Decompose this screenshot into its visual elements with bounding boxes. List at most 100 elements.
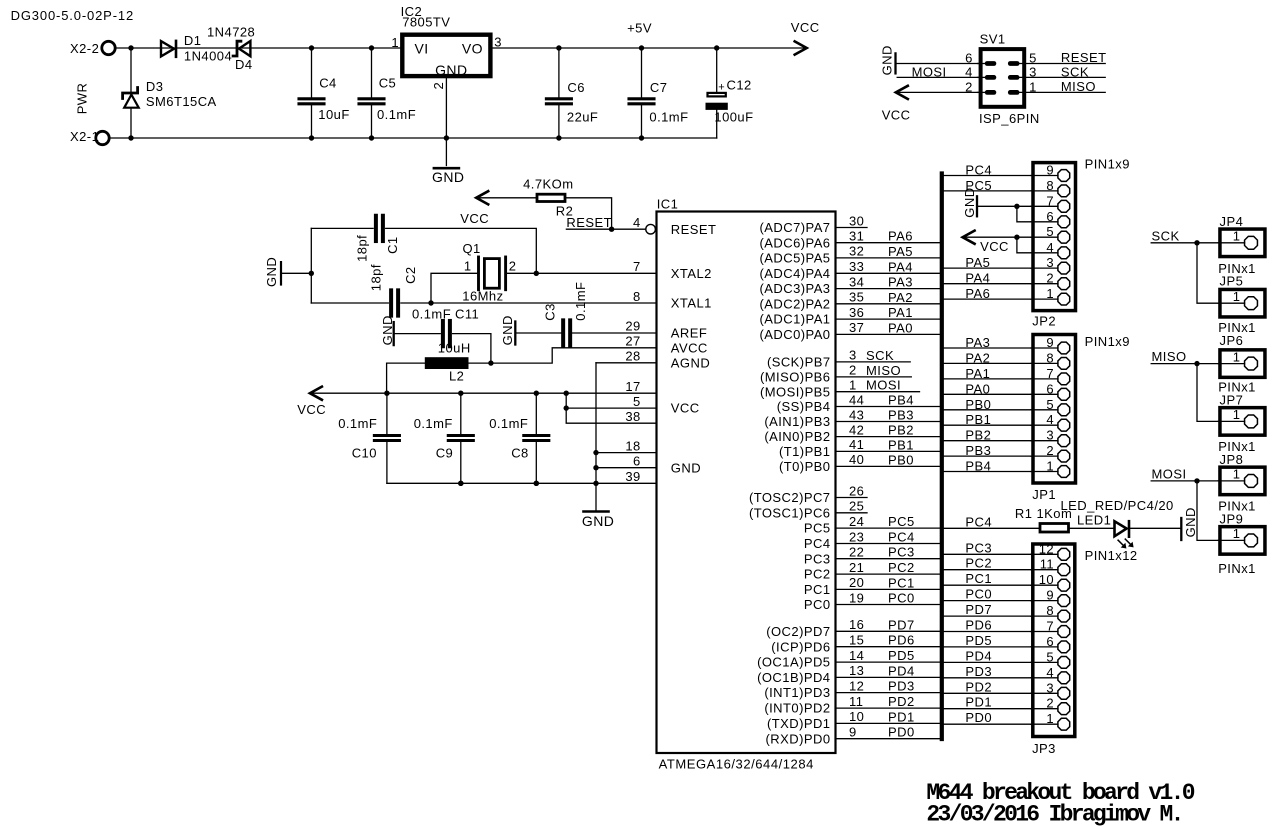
svg-text:D3: D3	[146, 79, 164, 94]
svg-text:PB4: PB4	[965, 459, 991, 474]
svg-text:PC3: PC3	[965, 540, 992, 555]
svg-text:PIN1x9: PIN1x9	[1085, 334, 1130, 349]
svg-text:(TOSC2)PC7: (TOSC2)PC7	[749, 490, 831, 505]
svg-text:(ADC5)PA5: (ADC5)PA5	[760, 251, 831, 266]
svg-text:20: 20	[849, 575, 864, 590]
svg-text:AREF: AREF	[671, 326, 707, 341]
svg-text:GND: GND	[380, 315, 395, 345]
svg-text:1: 1	[1233, 407, 1241, 422]
svg-text:PD4: PD4	[965, 648, 992, 663]
svg-text:JP7: JP7	[1220, 393, 1244, 408]
svg-text:PB2: PB2	[965, 428, 991, 443]
svg-text:PA3: PA3	[888, 275, 913, 290]
svg-text:+: +	[718, 82, 725, 94]
svg-text:(OC1A)PD5: (OC1A)PD5	[757, 655, 830, 670]
svg-text:22: 22	[849, 545, 864, 560]
svg-text:1: 1	[849, 378, 857, 393]
svg-text:PIN1x12: PIN1x12	[1085, 548, 1138, 563]
svg-text:22uF: 22uF	[567, 110, 598, 125]
svg-text:PB2: PB2	[888, 423, 914, 438]
svg-text:(INT0)PD2: (INT0)PD2	[764, 701, 830, 716]
svg-text:4: 4	[1046, 240, 1054, 255]
svg-text:GND: GND	[264, 257, 279, 287]
svg-text:5: 5	[1029, 51, 1037, 66]
svg-text:1N4004: 1N4004	[184, 48, 232, 63]
svg-text:7: 7	[1046, 366, 1054, 381]
svg-text:PC5: PC5	[804, 521, 831, 536]
svg-text:1: 1	[1046, 286, 1054, 301]
svg-text:0.1mF: 0.1mF	[412, 306, 451, 321]
svg-text:GND: GND	[582, 513, 614, 529]
svg-text:4: 4	[1046, 412, 1054, 427]
svg-text:2: 2	[1046, 443, 1054, 458]
svg-text:0.1mF: 0.1mF	[377, 107, 416, 122]
svg-text:(ADC2)PA2: (ADC2)PA2	[760, 296, 831, 311]
svg-text:PC2: PC2	[888, 560, 915, 575]
svg-text:3: 3	[494, 35, 502, 50]
svg-text:8: 8	[1046, 603, 1054, 618]
svg-text:5: 5	[1046, 649, 1054, 664]
svg-text:8: 8	[633, 289, 641, 304]
svg-text:0.1mF: 0.1mF	[489, 416, 528, 431]
svg-text:(AIN0)PB2: (AIN0)PB2	[764, 429, 830, 444]
svg-text:39: 39	[625, 469, 640, 484]
svg-text:PD0: PD0	[888, 725, 915, 740]
svg-text:PD3: PD3	[888, 679, 915, 694]
svg-text:PD6: PD6	[888, 633, 915, 648]
svg-text:PD2: PD2	[965, 679, 992, 694]
svg-text:JP6: JP6	[1220, 333, 1244, 348]
svg-text:PB3: PB3	[888, 408, 914, 423]
svg-text:4: 4	[1046, 665, 1054, 680]
svg-text:PD3: PD3	[965, 664, 992, 679]
svg-text:C8: C8	[511, 446, 529, 461]
svg-text:R1 1Kom: R1 1Kom	[1015, 506, 1072, 521]
svg-text:8: 8	[1046, 178, 1054, 193]
svg-text:GND: GND	[500, 315, 515, 345]
svg-text:+5V: +5V	[627, 21, 652, 36]
svg-text:C12: C12	[727, 78, 752, 93]
svg-text:LED1: LED1	[1077, 513, 1111, 528]
svg-text:C9: C9	[436, 446, 454, 461]
svg-text:0.1mF: 0.1mF	[414, 416, 453, 431]
svg-text:PC0: PC0	[888, 591, 915, 606]
svg-text:7: 7	[1046, 193, 1054, 208]
svg-text:10uF: 10uF	[318, 107, 349, 122]
svg-text:PD1: PD1	[965, 695, 992, 710]
svg-text:PD5: PD5	[965, 633, 992, 648]
svg-text:15: 15	[849, 633, 864, 648]
svg-text:(T0)PB0: (T0)PB0	[779, 459, 831, 474]
svg-text:PC4: PC4	[965, 514, 992, 529]
svg-text:23/03/2016 Ibragimov M.: 23/03/2016 Ibragimov M.	[926, 801, 1181, 827]
svg-text:C7: C7	[650, 80, 668, 95]
svg-text:PA1: PA1	[965, 366, 990, 381]
svg-text:(MISO)PB6: (MISO)PB6	[760, 370, 831, 385]
svg-text:L2: L2	[449, 369, 464, 384]
svg-text:PA6: PA6	[965, 286, 990, 301]
svg-text:PC0: PC0	[804, 597, 831, 612]
svg-text:1N4728: 1N4728	[207, 25, 255, 40]
svg-text:14: 14	[849, 648, 864, 663]
svg-text:4.7KOm: 4.7KOm	[523, 176, 573, 191]
svg-text:44: 44	[849, 392, 864, 407]
svg-text:PC5: PC5	[888, 514, 915, 529]
svg-text:MOSI: MOSI	[866, 378, 901, 393]
svg-text:19: 19	[849, 590, 864, 605]
svg-text:7: 7	[633, 259, 641, 274]
svg-text:GND: GND	[432, 169, 464, 185]
svg-text:5: 5	[1046, 397, 1054, 412]
svg-text:M644 breakout board v1.0: M644 breakout board v1.0	[926, 780, 1194, 806]
svg-text:X2-1: X2-1	[70, 129, 99, 144]
svg-text:PA0: PA0	[965, 381, 990, 396]
svg-text:9: 9	[1046, 588, 1054, 603]
svg-text:6: 6	[1046, 381, 1054, 396]
svg-text:MISO: MISO	[1152, 349, 1187, 364]
svg-text:11: 11	[849, 694, 863, 709]
svg-text:JP9: JP9	[1220, 512, 1244, 527]
svg-text:PD2: PD2	[888, 694, 915, 709]
svg-text:(ADC0)PA0: (ADC0)PA0	[760, 327, 831, 342]
svg-text:32: 32	[849, 244, 864, 259]
svg-text:VCC: VCC	[297, 402, 326, 417]
svg-text:42: 42	[849, 422, 864, 437]
svg-text:17: 17	[625, 379, 640, 394]
svg-text:1: 1	[464, 258, 472, 273]
